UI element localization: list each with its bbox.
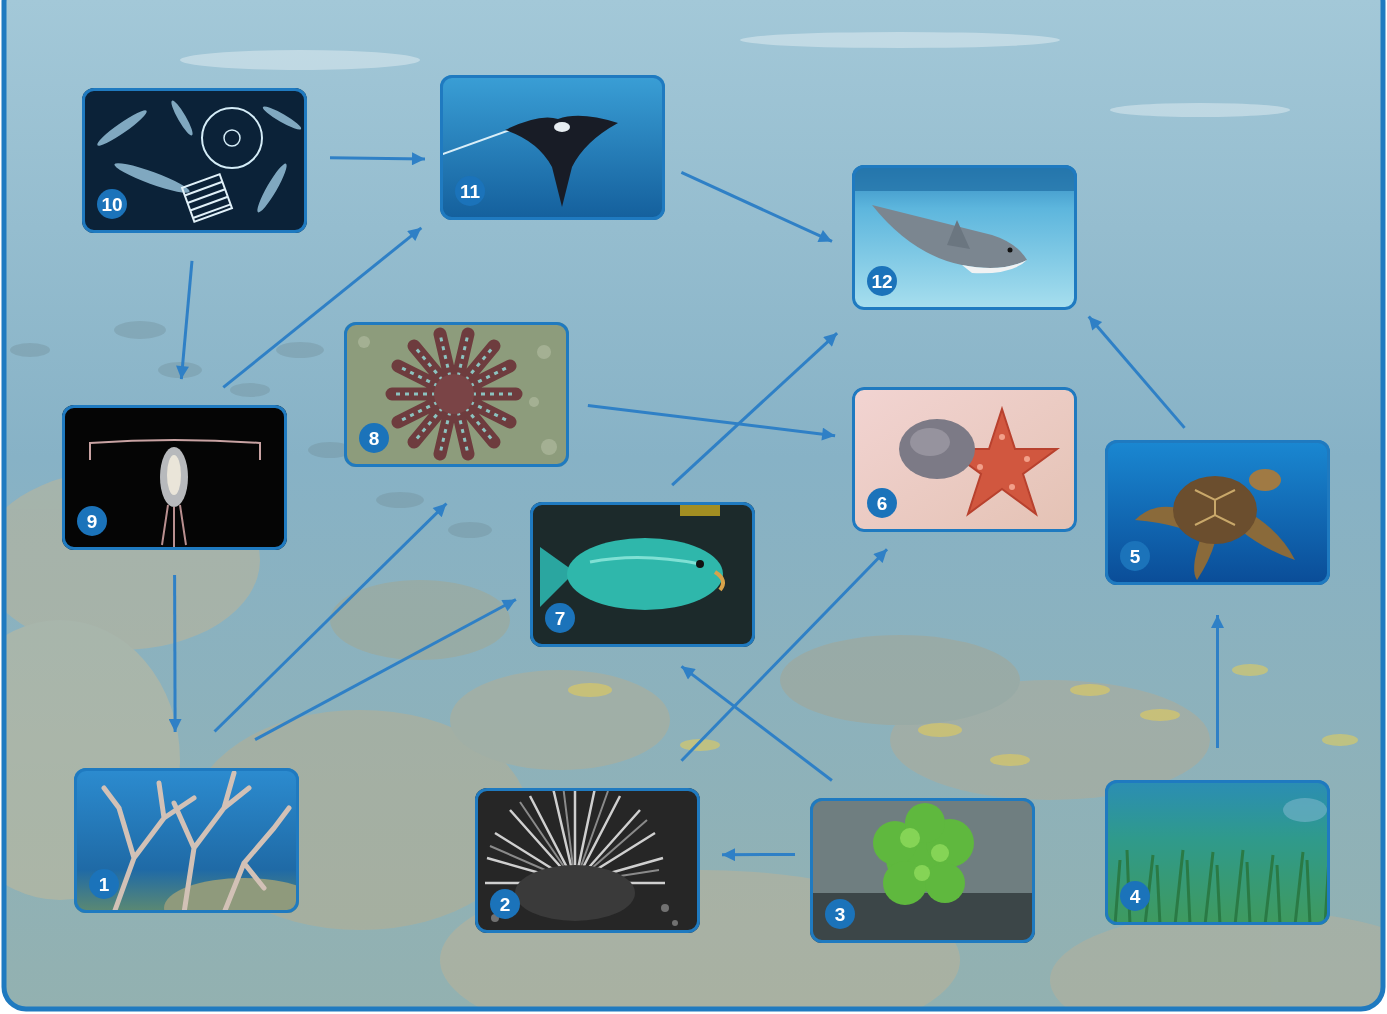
food-arrow: [223, 228, 421, 388]
photo-box: 4: [1105, 780, 1330, 925]
parrotfish-photo: [530, 502, 755, 647]
food-arrow: [181, 261, 192, 379]
food-arrow: [588, 406, 835, 436]
photo-box: 8: [344, 322, 569, 467]
photo-box: 10: [82, 88, 307, 233]
callout-number: 3: [825, 899, 855, 929]
food-arrow: [215, 503, 447, 731]
photo-box: 3: [810, 798, 1035, 943]
shark-photo: [852, 165, 1077, 310]
photo-box: 2: [475, 788, 700, 933]
turtle-photo: [1105, 440, 1330, 585]
callout-number: 12: [867, 266, 897, 296]
food-arrow: [255, 599, 516, 739]
food-arrow: [330, 158, 425, 159]
callout-number: 1: [89, 869, 119, 899]
photo-box: 1: [74, 768, 299, 913]
photo-box: 11: [440, 75, 665, 220]
plankton-photo: [82, 88, 307, 233]
coral-photo: [74, 768, 299, 913]
seagrass-photo: [1105, 780, 1330, 925]
photo-box: 12: [852, 165, 1077, 310]
callout-number: 2: [490, 889, 520, 919]
sea-background: [4, 0, 1383, 1009]
manta-photo: [440, 75, 665, 220]
food-arrow: [681, 666, 831, 780]
photo-box: 6: [852, 387, 1077, 532]
photo-box: 7: [530, 502, 755, 647]
crown-of-thorns-photo: [344, 322, 569, 467]
callout-number: 6: [867, 488, 897, 518]
food-arrow: [672, 333, 837, 485]
callout-number: 8: [359, 423, 389, 453]
food-arrow: [681, 549, 887, 761]
starfish-photo: [852, 387, 1077, 532]
callout-number: 5: [1120, 541, 1150, 571]
algae-photo: [810, 798, 1035, 943]
callout-number: 9: [77, 506, 107, 536]
callout-number: 7: [545, 603, 575, 633]
copepod-photo: [62, 405, 287, 550]
food-arrow: [1216, 615, 1219, 748]
food-arrow: [173, 575, 177, 732]
callout-number: 11: [455, 176, 485, 206]
urchin-photo: [475, 788, 700, 933]
photo-box: 5: [1105, 440, 1330, 585]
food-arrow: [722, 853, 795, 856]
photo-box: 9: [62, 405, 287, 550]
callout-number: 4: [1120, 881, 1150, 911]
callout-number: 10: [97, 189, 127, 219]
food-arrow: [1089, 316, 1185, 427]
food-arrow: [681, 172, 832, 241]
frame: [4, 0, 1383, 1009]
